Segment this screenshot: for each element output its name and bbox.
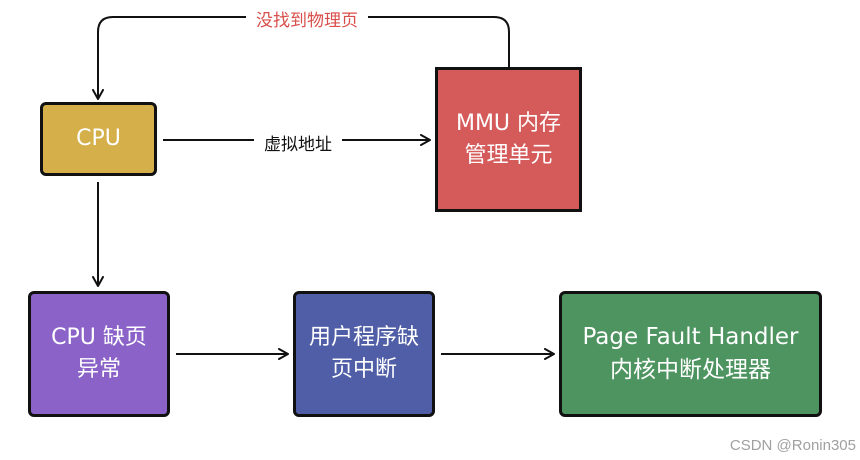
page-fault-handler-node: Page Fault Handler 内核中断处理器 [559,291,822,417]
cpu-page-fault-node: CPU 缺页 异常 [28,291,170,417]
cpu-page-fault-label-line1: CPU 缺页 [51,325,147,351]
cpu-page-fault-label-line2: 异常 [76,357,121,382]
user-interrupt-label-line1: 用户程序缺 [308,325,419,351]
mmu-node-label-line1: MMU 内存 [455,110,562,136]
virtual-address-label: 虚拟地址 [254,130,342,155]
user-interrupt-label-line2: 页中断 [330,357,397,382]
mmu-node: MMU 内存 管理单元 [435,67,582,212]
mmu-node-label-line2: 管理单元 [464,142,553,168]
cpu-node-label: CPU [76,126,121,152]
watermark: CSDN @Ronin305 [729,437,856,454]
not-found-label: 没找到物理页 [246,6,368,31]
cpu-node: CPU [40,102,157,176]
user-page-fault-interrupt-node: 用户程序缺 页中断 [293,291,435,417]
handler-label-line1: Page Fault Handler [582,323,799,350]
handler-label-line2: 内核中断处理器 [610,357,771,383]
